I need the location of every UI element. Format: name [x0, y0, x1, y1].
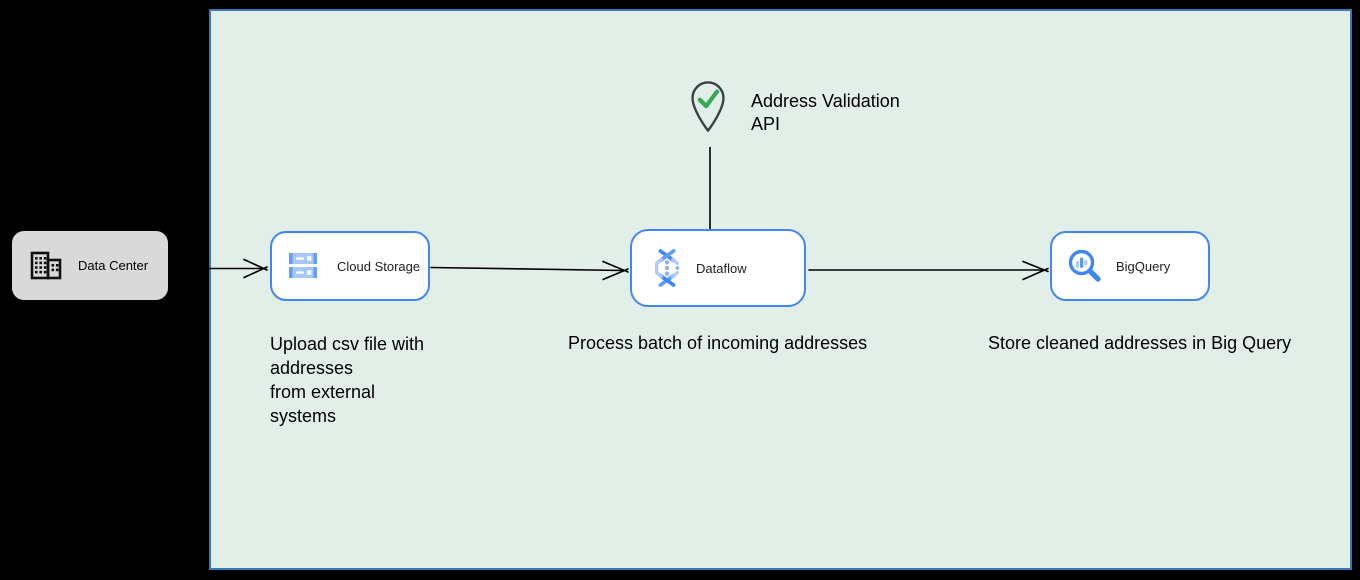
cloud-storage-icon — [289, 253, 317, 278]
node-dataflow[interactable]: Dataflow — [630, 229, 806, 307]
node-label: Cloud Storage — [337, 258, 421, 274]
map-pin-check-icon — [691, 81, 725, 132]
node-label: Dataflow — [696, 260, 747, 276]
dataflow-icon — [655, 249, 680, 287]
node-label: BigQuery — [1116, 258, 1171, 274]
address-validation-label: Address Validation API — [751, 91, 900, 134]
caption-store-cleaned: Store cleaned addresses in Big Query — [988, 333, 1292, 353]
node-data-center[interactable]: Data Center — [12, 231, 168, 300]
building-icon — [30, 251, 62, 279]
caption-process-batch: Process batch of incoming addresses — [568, 333, 868, 353]
node-bigquery[interactable]: BigQuery — [1050, 231, 1210, 301]
caption-upload-csv: Upload csv file with addresses from exte… — [270, 334, 425, 426]
bigquery-icon — [1068, 249, 1101, 282]
node-label: Data Center — [78, 258, 149, 273]
address-validation-pin[interactable] — [688, 80, 728, 134]
node-cloud-storage[interactable]: Cloud Storage — [270, 231, 430, 301]
